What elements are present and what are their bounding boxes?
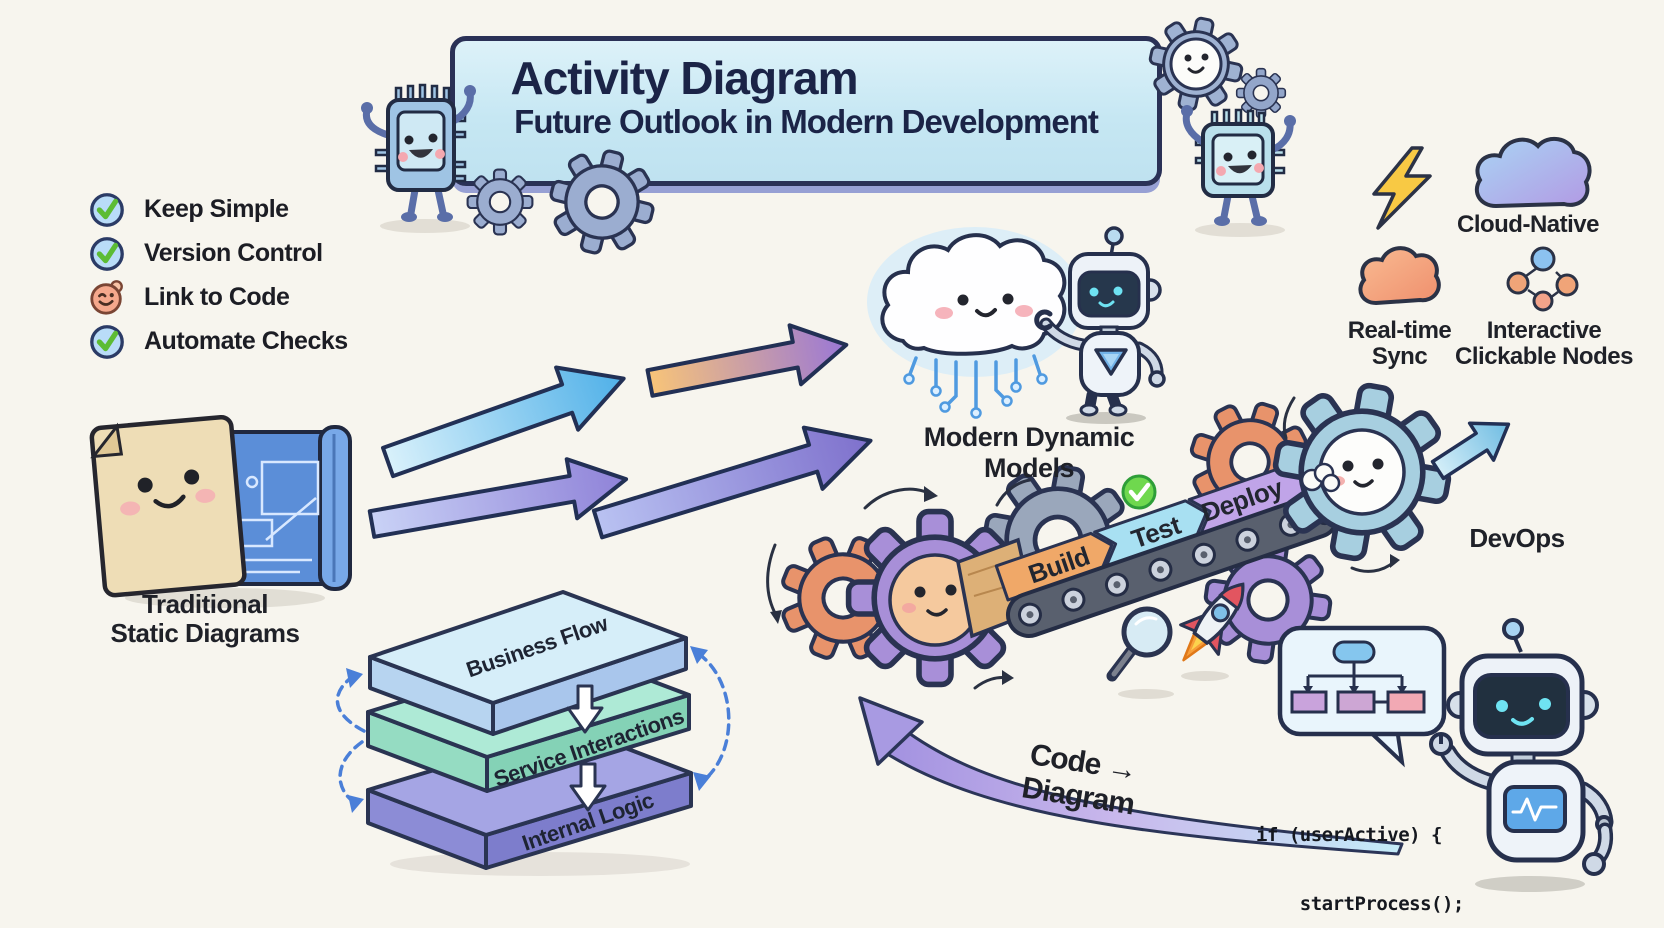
cloud-native-icon	[1474, 136, 1592, 209]
conveyor-belt	[994, 459, 1340, 638]
modern-robot-icon	[1034, 226, 1166, 424]
devops-arrow	[1430, 421, 1511, 481]
arrow-blue	[380, 365, 626, 479]
modern-label: Modern Dynamic Models	[923, 422, 1135, 483]
page-title: Activity Diagram	[510, 52, 858, 104]
node-network-icon	[1506, 246, 1579, 312]
checklist-label: Version Control	[144, 238, 323, 267]
feature-cloud-native-label: Cloud-Native	[1456, 211, 1600, 238]
banner-gear-left-icon	[538, 138, 666, 266]
code-snippet: if (userActive) { startProcess(); }	[1256, 778, 1464, 928]
lightning-icon	[1372, 146, 1432, 230]
banner-gear-small-right-icon	[1235, 67, 1287, 119]
banner-chip-mascot-right	[1181, 105, 1296, 237]
title-banner: Activity Diagram Future Outlook in Moder…	[450, 36, 1162, 186]
bubble-flowchart	[1290, 640, 1426, 714]
stack-dashed-arrow-right	[697, 652, 731, 783]
checklist-item: Version Control	[88, 234, 348, 272]
circuit-lines	[908, 354, 1042, 410]
check-circle-icon	[90, 193, 124, 227]
devops-gear	[1262, 372, 1462, 572]
traditional-label: Traditional Static Diagrams	[110, 589, 300, 648]
paper-face	[89, 414, 247, 598]
motion-arc-heads	[770, 486, 1400, 685]
stack-dashed-arrow-left	[335, 675, 366, 805]
code-line: if (userActive) {	[1256, 824, 1442, 846]
banner-chip-mascot-left	[361, 83, 476, 233]
puff-cloud	[1300, 462, 1341, 493]
banner-gear-small-left-icon	[466, 168, 534, 236]
feature-nodes-label: Interactive Clickable Nodes	[1455, 317, 1633, 370]
realtime-sync-icon	[1358, 246, 1441, 306]
checklist: Keep Simple Version Control Link to Code	[88, 190, 348, 366]
blueprint-lines	[234, 460, 320, 574]
layer-stack	[366, 590, 693, 876]
dashed-arrowheads	[346, 646, 711, 813]
smiley-face-icon	[90, 280, 123, 315]
check-circle-icon	[90, 237, 124, 271]
peach-cloud-face	[888, 553, 982, 647]
code-line: startProcess();	[1256, 893, 1465, 915]
checklist-label: Automate Checks	[144, 326, 348, 355]
checklist-item: Automate Checks	[88, 322, 348, 360]
green-check-icon	[1121, 474, 1157, 510]
code-arrow	[858, 696, 1404, 856]
checklist-item: Link to Code	[88, 278, 348, 316]
feature-realtime-label: Real-time Sync	[1347, 317, 1452, 370]
arrow-orange-purple	[645, 323, 849, 398]
checklist-label: Keep Simple	[144, 194, 289, 223]
assistant-robot	[1429, 618, 1614, 892]
check-circle-icon	[90, 325, 124, 359]
traditional-diagram-illustration	[89, 414, 352, 608]
checklist-label: Link to Code	[144, 282, 290, 311]
page-subtitle: Future Outlook in Modern Development	[514, 103, 1099, 140]
rocket-icon	[1179, 582, 1245, 681]
magnifier-icon	[1106, 606, 1174, 699]
modern-cloud-illustration	[867, 227, 1083, 419]
speech-bubble	[1277, 625, 1447, 768]
arrow-purple-long	[591, 425, 873, 540]
devops-label: DevOps	[1469, 523, 1565, 553]
arrow-purple-short	[367, 457, 629, 539]
gear-face-icon	[1140, 8, 1252, 120]
stack-down-arrows	[566, 684, 607, 812]
checklist-item: Keep Simple	[88, 190, 348, 228]
